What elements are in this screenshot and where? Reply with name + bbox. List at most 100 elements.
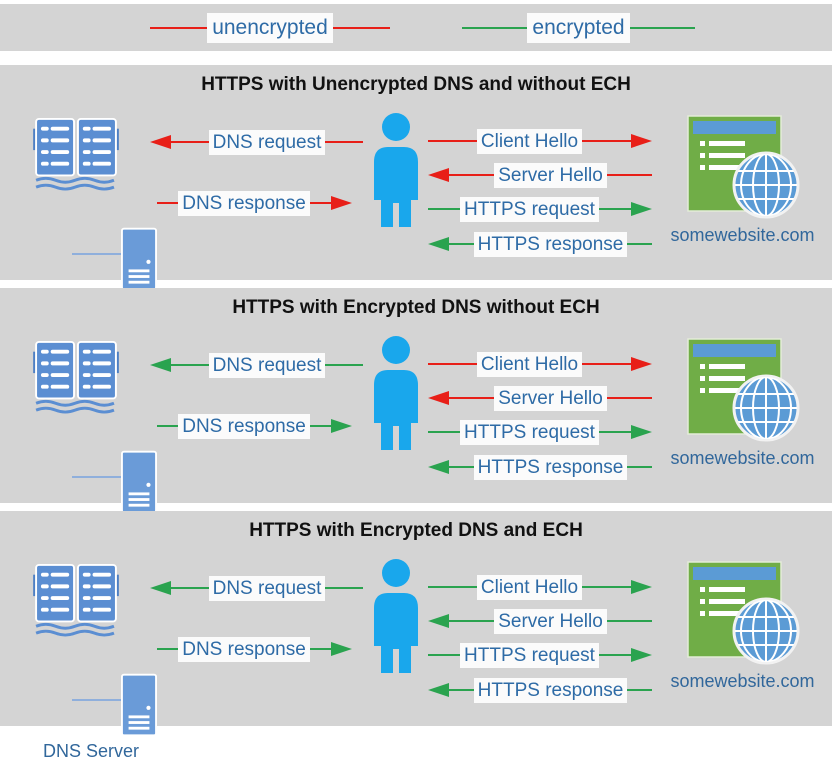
message-dns-response: DNS response [157, 636, 352, 662]
message-line [309, 425, 331, 427]
website-label: somewebsite.com [670, 225, 815, 245]
message-line [325, 587, 363, 589]
panel-unencrypted-dns-without-ech: HTTPS with Unencrypted DNS and without E… [0, 65, 832, 315]
globe-icon [732, 151, 800, 219]
legend-line [332, 26, 390, 29]
globe-icon [732, 374, 800, 442]
open-book-icon [33, 340, 119, 414]
arrow-left-icon [428, 391, 449, 405]
website-node: somewebsite.com [660, 115, 820, 265]
message-client-hello: Client Hello [428, 351, 652, 377]
message-line [309, 648, 331, 650]
message-line [428, 140, 477, 142]
message-label: Server Hello [494, 385, 607, 411]
message-line [449, 466, 474, 468]
arrow-right-icon [631, 202, 652, 216]
book-server-connector-line [72, 476, 122, 478]
message-line [171, 141, 209, 143]
arrow-right-icon [331, 642, 352, 656]
user-node [363, 112, 429, 232]
message-line [325, 364, 363, 366]
arrow-left-icon [428, 168, 449, 182]
website-icon [687, 115, 800, 219]
message-line [157, 202, 179, 204]
message-https-response: HTTPS response [428, 677, 653, 703]
website-icon [687, 561, 800, 665]
message-label: Server Hello [494, 162, 607, 188]
legend-item-encrypted: encrypted [462, 4, 696, 51]
message-line [606, 397, 653, 399]
message-https-request: HTTPS request [428, 419, 652, 445]
arrow-right-icon [331, 196, 352, 210]
message-line [582, 586, 631, 588]
arrow-left-icon [428, 614, 449, 628]
legend-line [150, 26, 208, 29]
server-icon [121, 227, 157, 291]
website-node: somewebsite.com [660, 561, 820, 711]
message-label: HTTPS request [460, 642, 599, 668]
message-line [606, 620, 653, 622]
server-icon [121, 450, 157, 514]
panel-title: HTTPS with Encrypted DNS without ECH [232, 297, 600, 318]
arrow-right-icon [631, 134, 652, 148]
arrow-left-icon [150, 135, 171, 149]
message-dns-response: DNS response [157, 190, 352, 216]
message-line [171, 587, 209, 589]
panel-encrypted-dns-and-ech: HTTPS with Encrypted DNS and ECH [0, 511, 832, 761]
message-line [598, 431, 631, 433]
message-server-hello: Server Hello [428, 385, 653, 411]
arrow-left-icon [150, 581, 171, 595]
message-client-hello: Client Hello [428, 574, 652, 600]
message-line [606, 174, 653, 176]
message-line [598, 208, 631, 210]
arrow-right-icon [631, 425, 652, 439]
message-line [449, 620, 495, 622]
panel-title: HTTPS with Unencrypted DNS and without E… [201, 74, 631, 95]
message-line [627, 243, 653, 245]
message-https-request: HTTPS request [428, 642, 652, 668]
message-line [157, 425, 179, 427]
panel-encrypted-dns-without-ech: HTTPS with Encrypted DNS without ECH [0, 288, 832, 538]
user-node [363, 558, 429, 678]
person-icon [374, 559, 418, 673]
message-label: Server Hello [494, 608, 607, 634]
panel-title: HTTPS with Encrypted DNS and ECH [249, 520, 583, 541]
message-dns-response: DNS response [157, 413, 352, 439]
arrow-right-icon [331, 419, 352, 433]
message-server-hello: Server Hello [428, 608, 653, 634]
message-label: Client Hello [476, 351, 583, 377]
message-label: HTTPS response [473, 454, 628, 480]
message-line [449, 689, 474, 691]
message-line [449, 174, 495, 176]
website-label: somewebsite.com [670, 448, 815, 468]
open-book-icon [33, 117, 119, 191]
message-line [325, 141, 363, 143]
dns-server-label: DNS Server [43, 741, 140, 761]
message-https-response: HTTPS response [428, 454, 653, 480]
message-label: HTTPS response [473, 677, 628, 703]
message-line [627, 466, 653, 468]
arrow-left-icon [150, 358, 171, 372]
message-https-response: HTTPS response [428, 231, 653, 257]
person-icon [374, 336, 418, 450]
legend-bar: unencrypted encrypted [0, 4, 832, 51]
arrow-right-icon [631, 580, 652, 594]
message-line [428, 363, 477, 365]
message-line [582, 363, 631, 365]
message-label: HTTPS request [460, 196, 599, 222]
dns-server-node: DNS Server [33, 117, 173, 315]
arrow-right-icon [631, 357, 652, 371]
open-book-icon [33, 563, 119, 637]
message-line [157, 648, 179, 650]
message-label: Client Hello [476, 128, 583, 154]
legend-line [462, 26, 528, 29]
message-line [309, 202, 331, 204]
message-label: DNS response [178, 636, 310, 662]
legend-item-unencrypted: unencrypted [150, 4, 390, 51]
legend-line [629, 26, 696, 29]
website-label: somewebsite.com [670, 671, 815, 691]
arrow-left-icon [428, 237, 449, 251]
legend-label: encrypted [527, 12, 630, 43]
globe-icon [732, 597, 800, 665]
message-label: DNS response [178, 413, 310, 439]
